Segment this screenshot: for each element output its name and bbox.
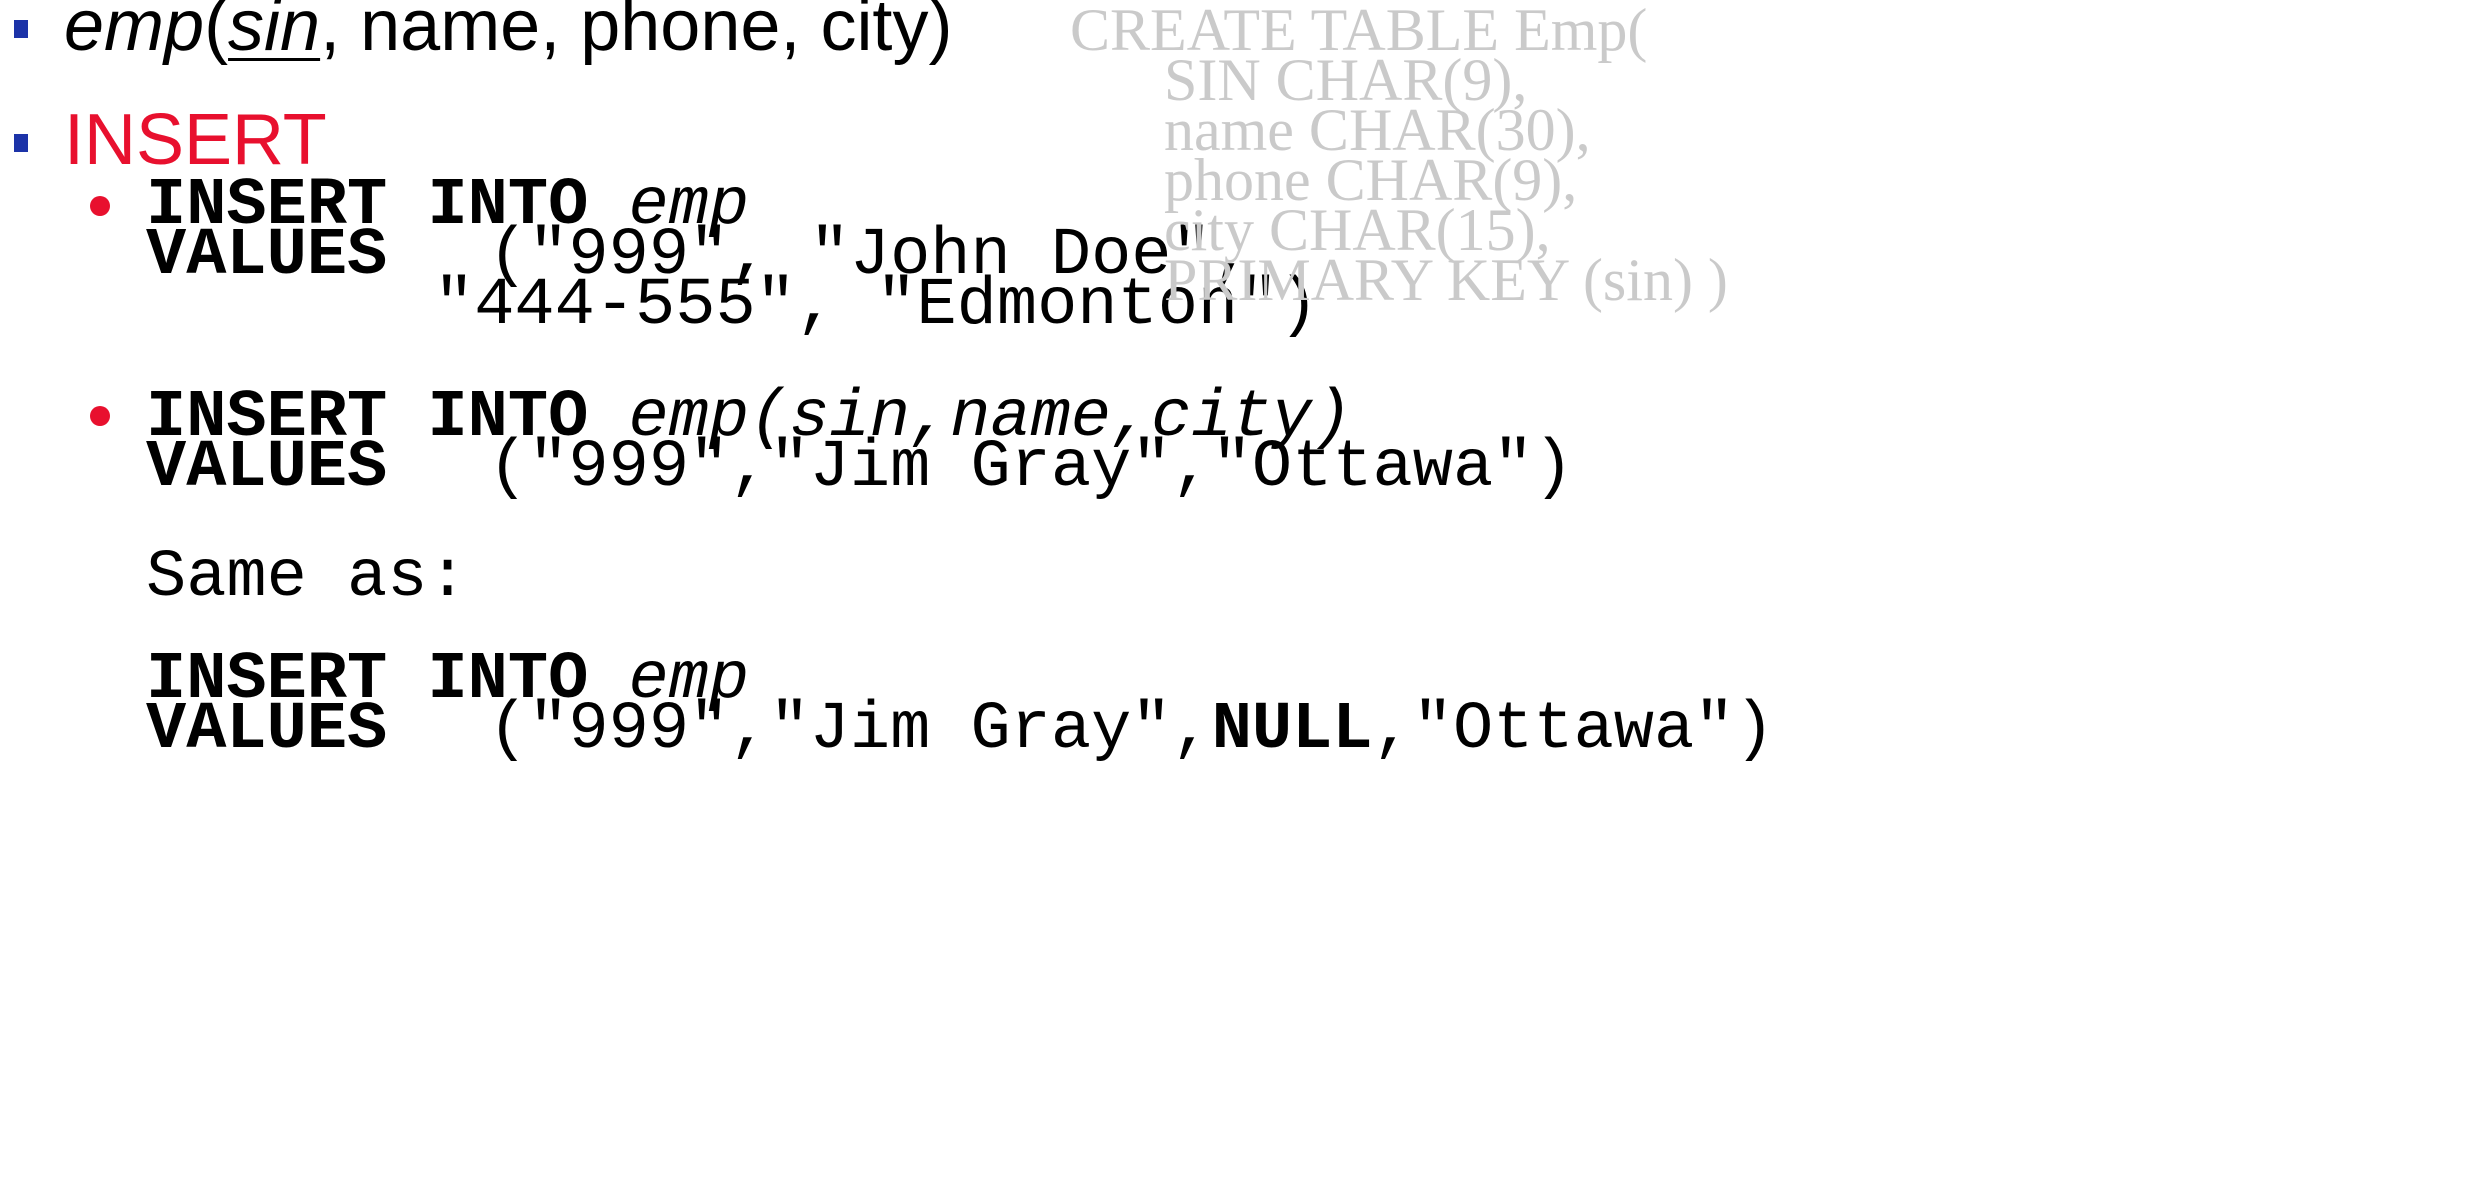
example1-line1: INSERT INTO emp [146,166,749,246]
schema-relation: emp [64,0,205,66]
bullet-dot-example2 [90,406,110,426]
example3-values: ("999","Jim Gray",NULL,"Ottawa") [488,690,1775,770]
example2-line1: INSERT INTO emp(sin,name,city) [146,378,1352,458]
schema-rest: , name, phone, city) [320,0,953,66]
example3-insert-keyword: INSERT INTO [146,642,589,718]
create-table-line3: name CHAR(30), [1164,97,1591,163]
example1-values-line2: "444-555", "Edmonton") [434,268,1319,344]
example3-line1: INSERT INTO emp [146,640,749,720]
schema-key: sin [228,0,321,66]
bullet-square-schema [14,20,28,38]
example1-values-keyword: VALUES [146,218,388,294]
example3-values-keyword: VALUES [146,692,388,768]
create-table-line6: PRIMARY KEY (sin) ) [1164,247,1728,313]
section-title: INSERT [64,100,327,180]
example2-values: ("999","Jim Gray","Ottawa") [488,430,1574,506]
schema-line: emp(sin, name, phone, city) [64,0,952,66]
example1-table: emp [628,168,750,244]
bullet-square-insert [14,134,28,152]
example3-values-pre: ("999","Jim Gray", [488,692,1212,768]
create-table-line4: phone CHAR(9), [1164,147,1578,213]
example3-values-post: ,"Ottawa") [1372,692,1775,768]
example1-insert-keyword: INSERT INTO [146,168,589,244]
bullet-dot-example1 [90,196,110,216]
create-table-line1: CREATE TABLE Emp( [1070,0,1648,63]
example2-values-keyword: VALUES [146,430,388,506]
create-table-line2: SIN CHAR(9), [1164,47,1528,113]
example2-table-columns: emp(sin,name,city) [628,380,1353,456]
create-table-line5: city CHAR(15), [1164,197,1551,263]
same-as-label: Same as: [146,540,468,616]
example2-insert-keyword: INSERT INTO [146,380,589,456]
example1-values-line1: ("999", "John Doe", [488,218,1252,294]
schema-open-paren: ( [204,0,229,66]
example3-table: emp [628,642,750,718]
example3-null-keyword: NULL [1211,692,1373,768]
